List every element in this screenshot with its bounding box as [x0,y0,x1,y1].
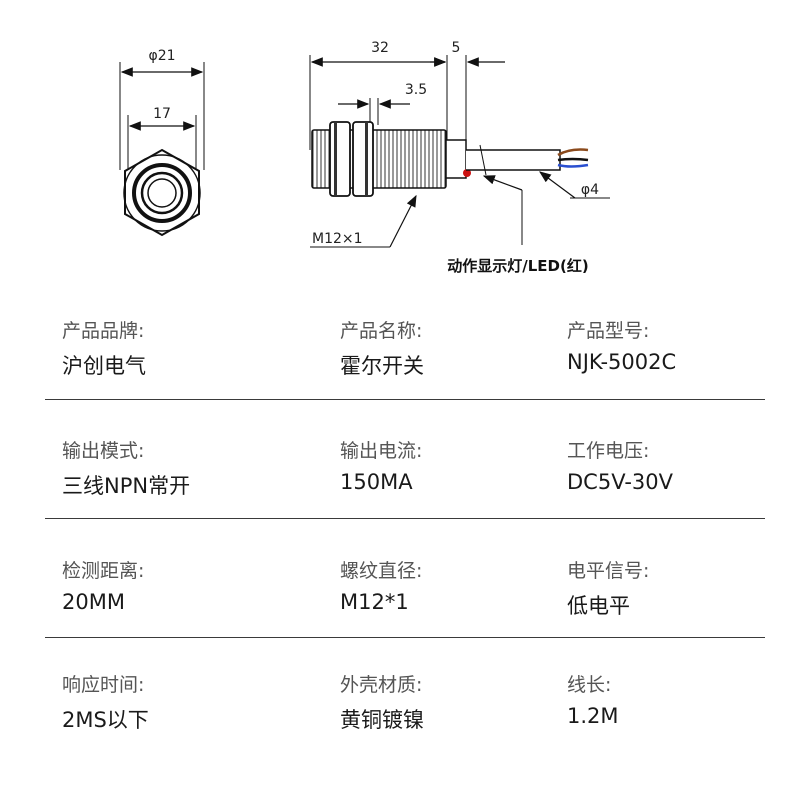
spec-value: 1.2M [567,704,619,728]
spec-value: NJK-5002C [567,350,677,374]
spec-value: 20MM [62,590,125,614]
spec-value: 沪创电气 [62,354,146,378]
spec-label: 产品型号: [567,320,650,342]
row-divider [45,518,765,519]
dim-length-label: 32 [371,40,389,56]
row-divider [45,399,765,400]
spec-row: 产品品牌: 沪创电气 产品名称: 霍尔开关 产品型号: NJK-5002C [0,298,800,418]
dim-cable-label: φ4 [581,182,599,198]
led-label: 动作显示灯/LED(红) [447,257,588,275]
led-indicator [463,169,471,177]
spec-value: DC5V-30V [567,470,673,494]
spec-label: 螺纹直径: [340,560,423,582]
spec-value: 三线NPN常开 [62,474,191,498]
dim-nut-label: 3.5 [405,82,427,98]
spec-row: 响应时间: 2MS以下 外壳材质: 黄铜镀镍 线长: 1.2M [0,652,800,772]
spec-label: 工作电压: [567,440,650,462]
side-view: 32 5 3.5 φ4 M [309,40,610,275]
spec-label: 线长: [567,674,612,696]
spec-row: 检测距离: 20MM 螺纹直径: M12*1 电平信号: 低电平 [0,538,800,658]
spec-label: 检测距离: [62,560,145,582]
spec-value: M12*1 [340,590,409,614]
spec-label: 响应时间: [62,674,145,696]
dim-diameter-label: φ21 [148,48,175,64]
spec-value: 霍尔开关 [340,354,424,378]
spec-value: 黄铜镀镍 [340,708,424,732]
spec-row: 输出模式: 三线NPN常开 输出电流: 150MA 工作电压: DC5V-30V [0,418,800,538]
spec-value: 低电平 [567,594,630,618]
spec-label: 产品名称: [340,320,423,342]
front-view: φ21 17 [119,48,205,237]
row-divider [45,637,765,638]
sensor-dimension-drawing: φ21 17 32 5 3.5 [119,40,610,275]
spec-value: 2MS以下 [62,708,149,732]
dim-hex-label: 17 [153,106,171,122]
spec-label: 外壳材质: [340,674,423,696]
dim-tail-label: 5 [452,40,461,56]
thread-label: M12×1 [312,231,363,247]
spec-value: 150MA [340,470,413,494]
spec-label: 电平信号: [567,560,650,582]
spec-label: 输出模式: [62,440,145,462]
spec-label: 产品品牌: [62,320,145,342]
spec-label: 输出电流: [340,440,423,462]
